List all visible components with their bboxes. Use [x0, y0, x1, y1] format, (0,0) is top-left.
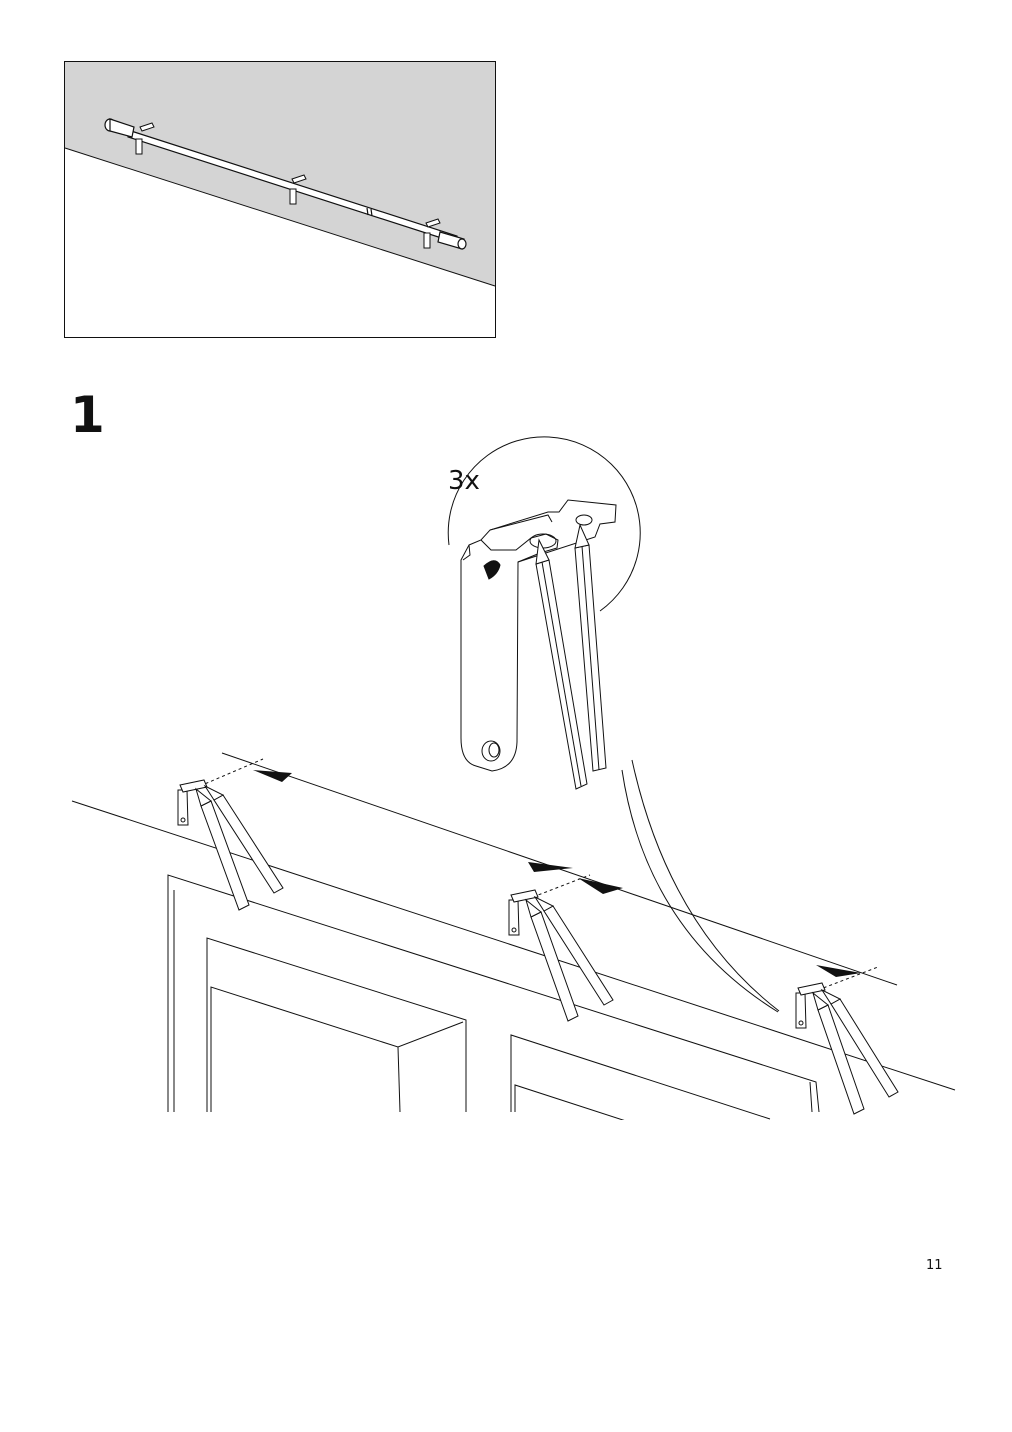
- bracket-icon: [177, 779, 826, 1029]
- pencil-icon: [535, 523, 607, 790]
- arrow-icon: [253, 770, 861, 977]
- pencil-icon: [195, 784, 899, 1115]
- step-number: 1: [70, 386, 105, 444]
- curtain-rod-icon: [104, 118, 467, 250]
- curtain-rod-overview: [64, 61, 496, 338]
- marking-bracket-positions-drawing: [71, 436, 956, 1147]
- window-frame-icon: [167, 874, 820, 1147]
- quantity-label: 3x: [448, 466, 480, 496]
- bracket-marking-detail-icon: [447, 436, 641, 790]
- page-number: 11: [926, 1258, 943, 1273]
- step-illustration: [0, 430, 1012, 1147]
- bracket-icon: [135, 122, 441, 249]
- wall-area: [65, 62, 495, 286]
- overview-illustration: [64, 61, 496, 338]
